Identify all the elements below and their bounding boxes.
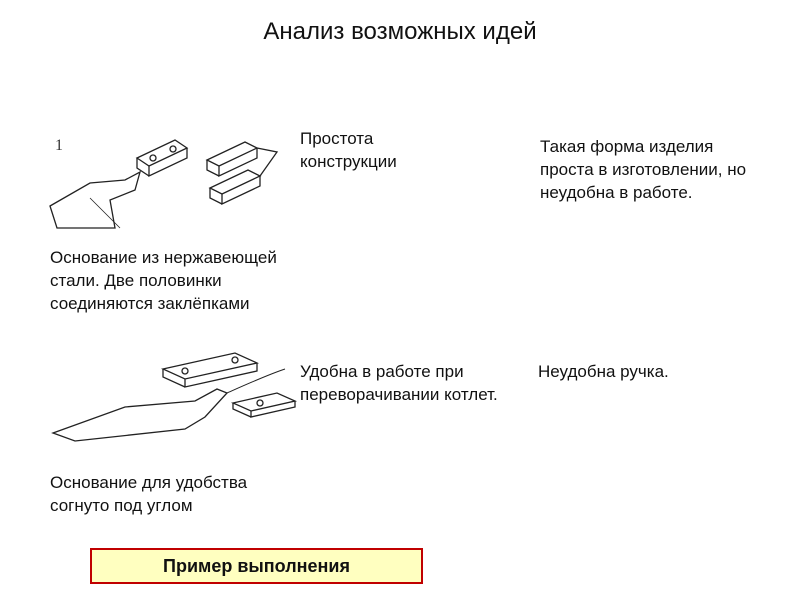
idea-2-advantage: Удобна в работе при переворачивании котл…: [300, 362, 498, 404]
idea-2-description: Основание для удобства согнуто под углом: [50, 473, 248, 515]
idea-1-description: Основание из нержавеющей стали. Две поло…: [50, 248, 277, 313]
idea-2-conclusion: Неудобна ручка.: [538, 362, 669, 381]
idea-1-conclusion: Такая форма изделия проста в изготовлени…: [540, 137, 747, 202]
spatula-bent-base-drawing: [45, 345, 305, 445]
figure-label: 1: [55, 137, 63, 154]
idea-1-advantage: Простота конструкции: [300, 129, 397, 171]
page-title: Анализ возможных идей: [263, 18, 537, 45]
spatula-riveted-handle-drawing: 1: [45, 128, 295, 233]
example-button[interactable]: Пример выполнения: [90, 548, 423, 584]
